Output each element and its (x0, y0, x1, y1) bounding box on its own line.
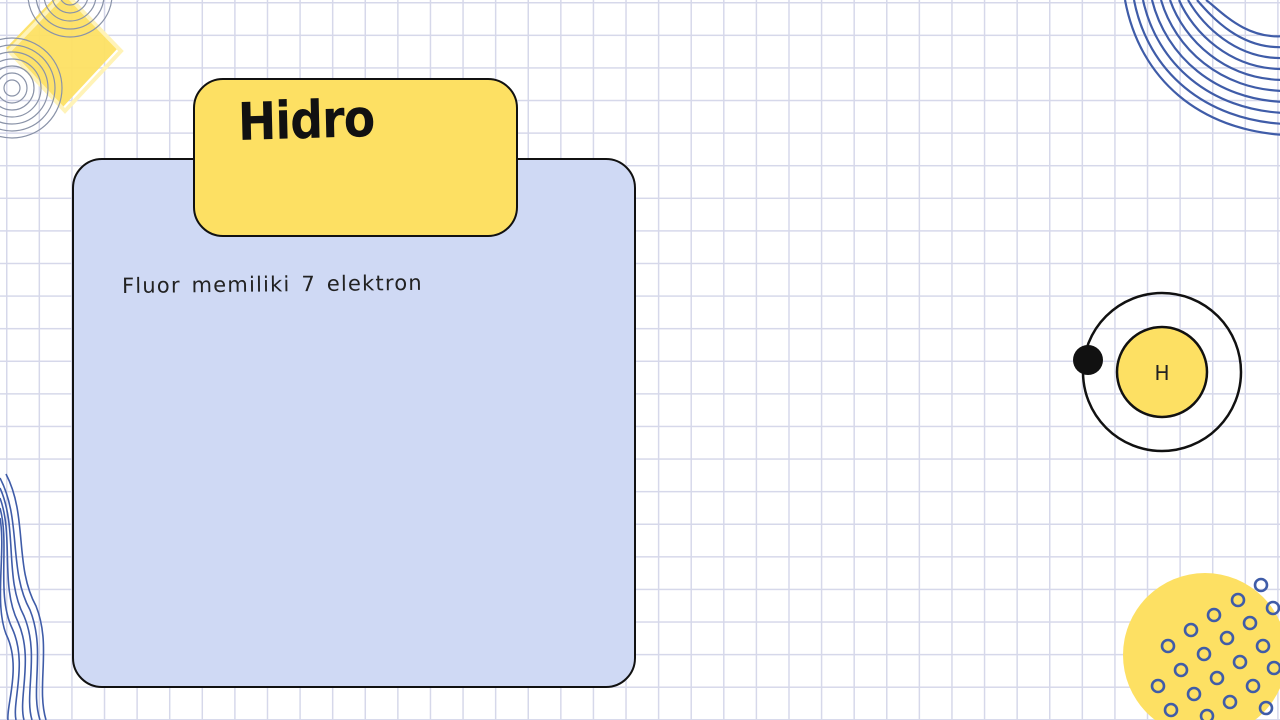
electron (1073, 345, 1103, 375)
nucleus-label: H (1154, 361, 1169, 385)
title-tab (193, 78, 518, 237)
bottom-left-decoration (0, 473, 47, 720)
bottom-right-decoration (1123, 573, 1280, 720)
top-right-decoration (1123, 0, 1280, 136)
slide-title: Hidro (237, 88, 375, 153)
body-text: Fluor memiliki 7 elektron (121, 270, 423, 298)
hydrogen-atom-diagram: H (1073, 291, 1243, 453)
top-left-decoration (0, 0, 124, 139)
content-card (72, 158, 636, 688)
nucleus (1115, 325, 1209, 419)
